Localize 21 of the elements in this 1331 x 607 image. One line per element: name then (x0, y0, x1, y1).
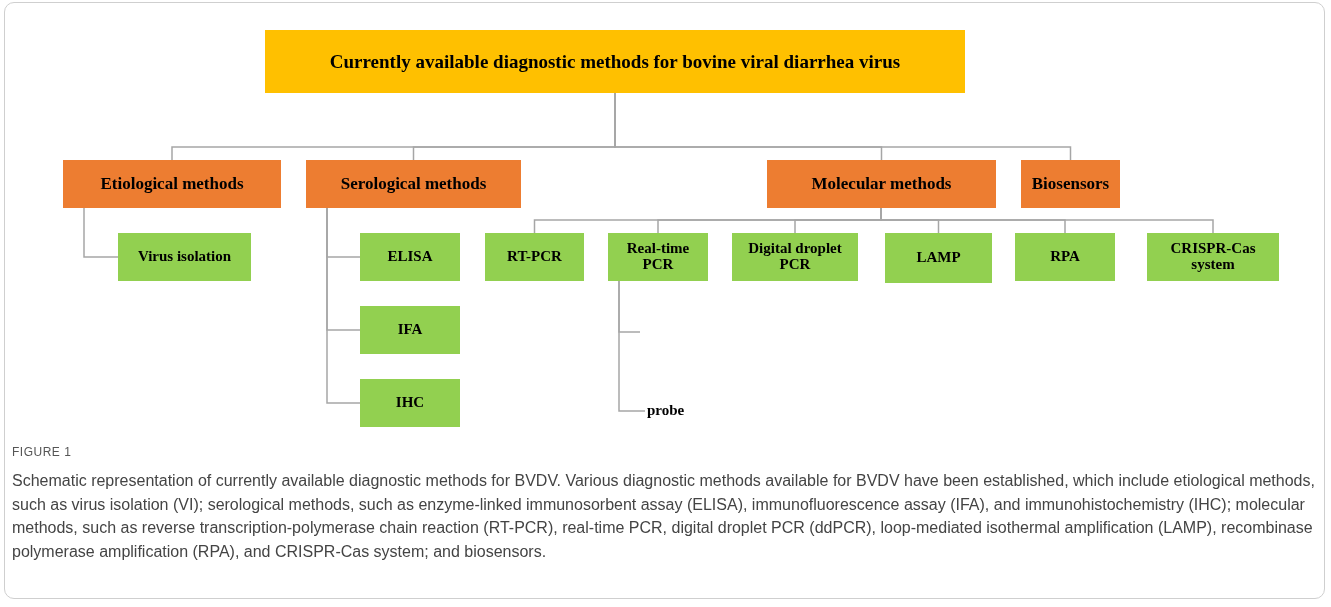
category-box: Serological methods (306, 160, 521, 208)
connector-line (83, 207, 119, 258)
method-box: Real-time PCR (608, 233, 708, 281)
method-box: LAMP (885, 233, 992, 283)
branch-label: probe (645, 400, 765, 422)
method-box: Virus isolation (118, 233, 251, 281)
category-box: Etiological methods (63, 160, 281, 208)
category-box: Molecular methods (767, 160, 996, 208)
method-box: RPA (1015, 233, 1115, 281)
method-box: CRISPR-Cas system (1147, 233, 1279, 281)
category-box: Biosensors (1021, 160, 1120, 208)
method-box: IHC (360, 379, 460, 427)
figure-label: FIGURE 1 (12, 445, 72, 459)
method-box: Digital droplet PCR (732, 233, 858, 281)
title-box: Currently available diagnostic methods for bovine viral diarrhea virus (265, 30, 965, 93)
method-box: ELISA (360, 233, 460, 281)
caption: Schematic representation of currently available diagnostic methods for BVDV. Various diagnostic methods available for BVDV have been established, which include etiological methods, such as virus isolation (VI); serological methods, such as enzyme-linked immunosorbent assay (ELISA), immunofluorescence assay (IFA), and immunohistochemistry (IHC); molecular methods, such as reverse transcription-polymerase chain reaction (RT-PCR), real-time PCR, digital droplet PCR (ddPCR), loop-mediated isothermal amplification (LAMP), recombinase polymerase amplification (RPA), and CRISPR-Cas system; and biosensors. (12, 471, 1316, 562)
connector-line (326, 207, 361, 404)
connector-line (618, 280, 646, 412)
method-box: IFA (360, 306, 460, 354)
method-box: RT-PCR (485, 233, 584, 281)
